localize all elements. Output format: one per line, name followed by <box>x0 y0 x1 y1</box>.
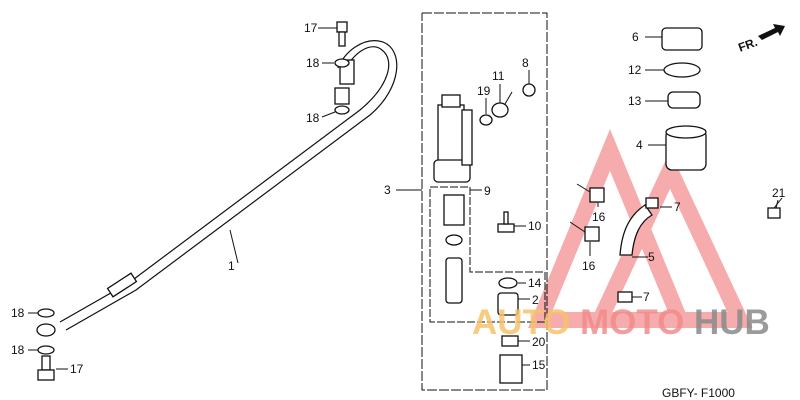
callout-9: 9 <box>484 184 491 198</box>
pin-10 <box>497 211 515 233</box>
watermark-moto: MOTO <box>580 303 684 342</box>
callout-2: 2 <box>532 293 539 307</box>
callout-18: 18 <box>306 56 320 70</box>
watermark-text: AUTO MOTO HUB <box>472 303 770 342</box>
callout-labels: 17 18 18 1 18 18 17 3 9 10 14 2 20 15 19… <box>11 21 786 376</box>
diaphragm-13 <box>667 91 701 109</box>
direction-label: FR. <box>736 35 759 55</box>
joint-15 <box>499 354 523 384</box>
leader-lines <box>28 27 779 370</box>
bolt-16-a <box>576 183 605 203</box>
callout-16: 16 <box>582 259 596 273</box>
callout-1: 1 <box>228 259 235 273</box>
piston-set <box>443 194 465 304</box>
master-cylinder-group-box <box>421 12 548 391</box>
callout-14: 14 <box>528 276 542 290</box>
fitting <box>334 87 350 105</box>
reservoir-4 <box>665 125 707 171</box>
plate-12 <box>663 62 701 78</box>
callout-20: 20 <box>532 335 546 349</box>
front-direction-arrow: FR. <box>736 24 785 55</box>
callout-10: 10 <box>528 219 542 233</box>
o-ring-8 <box>522 83 536 97</box>
bolt-17-bottom <box>37 355 55 381</box>
master-cylinder <box>433 94 473 183</box>
callout-4: 4 <box>636 138 643 152</box>
reservoir-cap-6 <box>661 27 703 51</box>
callout-15: 15 <box>532 358 546 372</box>
watermark-logo-triangles <box>528 128 753 328</box>
watermark-hub: HUB <box>694 303 770 342</box>
joint-11 <box>491 91 513 118</box>
sub-group-box <box>429 186 546 323</box>
callout-21: 21 <box>772 186 786 200</box>
callout-7: 7 <box>674 200 681 214</box>
brake-hose <box>59 40 398 331</box>
circlip-14 <box>498 277 518 289</box>
washer-18-a <box>334 58 350 68</box>
washer-18-d <box>36 323 56 337</box>
callout-11: 11 <box>492 69 505 83</box>
clip-7-b <box>617 291 633 303</box>
callout-6: 6 <box>632 30 639 44</box>
watermark-auto: AUTO <box>472 303 571 342</box>
washer-19 <box>479 114 493 126</box>
bolt-17-top <box>336 21 348 47</box>
callout-19: 19 <box>477 84 491 98</box>
callout-3: 3 <box>384 183 391 197</box>
callout-16: 16 <box>592 210 606 224</box>
callout-17: 17 <box>304 21 318 35</box>
bolt-21 <box>767 197 783 219</box>
boot-2 <box>497 292 519 316</box>
callout-18: 18 <box>11 343 25 357</box>
diagram-code: GBFY- F1000 <box>662 386 735 400</box>
washer-18-e <box>37 345 55 355</box>
washer-18-b <box>334 105 350 115</box>
washer-18-c <box>37 308 55 318</box>
callout-18: 18 <box>11 306 25 320</box>
callout-17: 17 <box>70 362 84 376</box>
callout-5: 5 <box>648 250 655 264</box>
callout-13: 13 <box>628 94 642 108</box>
callout-18: 18 <box>306 111 320 125</box>
callout-8: 8 <box>522 56 529 70</box>
bolt-16-b <box>569 221 600 242</box>
callout-12: 12 <box>628 63 642 77</box>
callout-7: 7 <box>643 290 650 304</box>
clip-7-a <box>645 197 659 209</box>
hose-5 <box>619 204 653 256</box>
